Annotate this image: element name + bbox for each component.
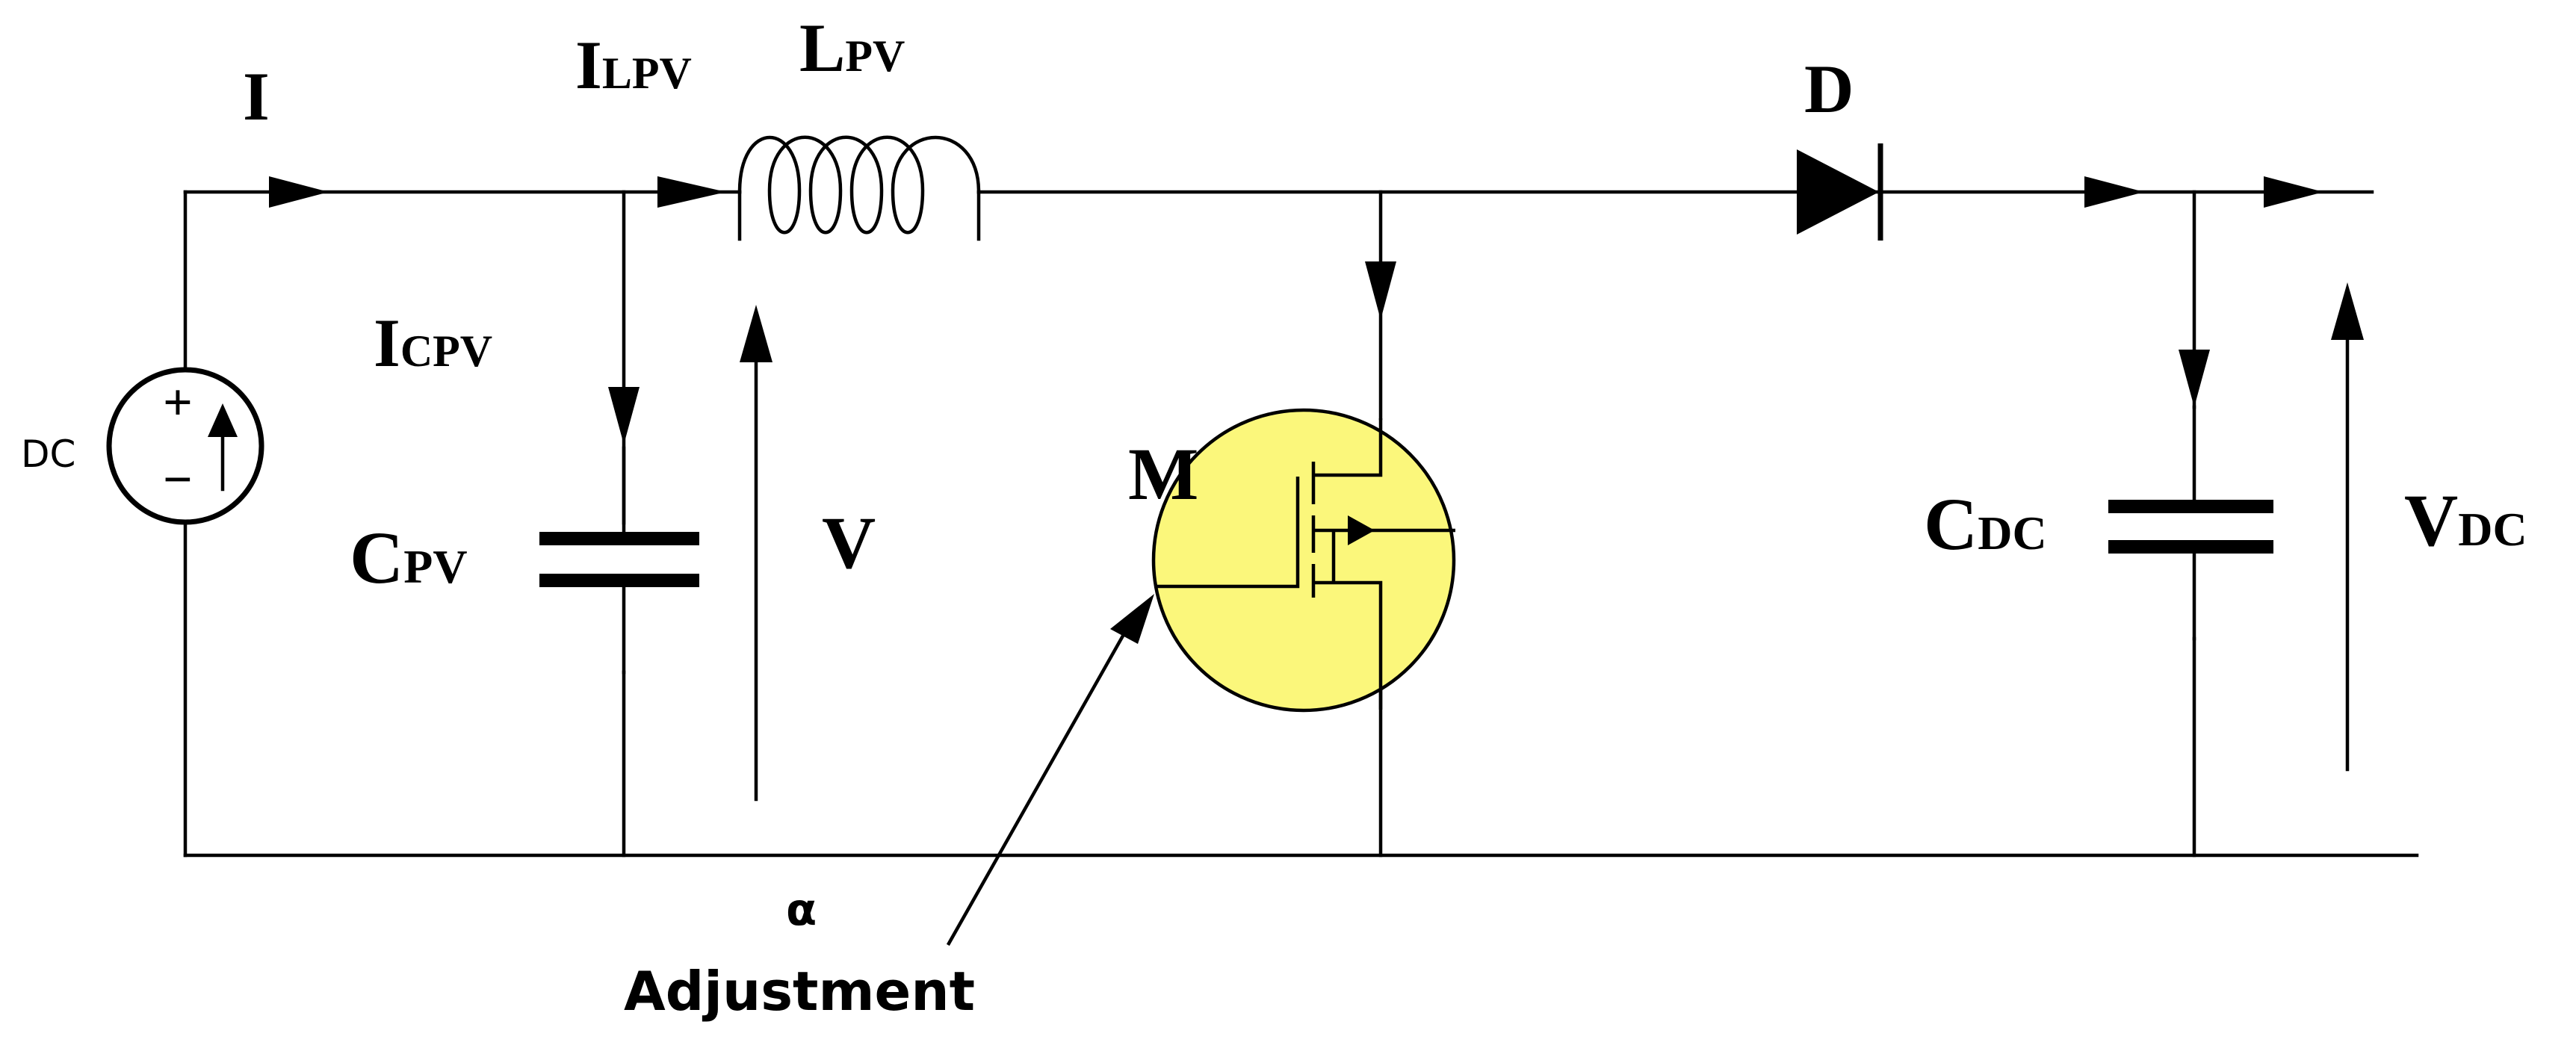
svg-text:ICPV: ICPV bbox=[374, 305, 492, 381]
svg-text:VDC: VDC bbox=[2404, 479, 2527, 562]
diode-current-arrow-icon bbox=[2084, 176, 2144, 208]
adjustment-label: Adjustment bbox=[624, 960, 975, 1023]
current-i-label: I bbox=[243, 58, 270, 134]
vdc-arrow-icon bbox=[2331, 282, 2364, 340]
voltage-v-arrow-icon bbox=[740, 305, 773, 362]
alpha-label: α bbox=[786, 884, 817, 936]
svg-text:CPV: CPV bbox=[350, 516, 468, 599]
source-minus-sign: − bbox=[163, 451, 193, 509]
capacitor-current-subscript: CPV bbox=[400, 326, 492, 376]
top-rail bbox=[183, 190, 2374, 372]
source-arrow-icon bbox=[208, 403, 238, 437]
inductor-label: L bbox=[799, 10, 845, 86]
inductor-lpv bbox=[737, 135, 981, 241]
current-i-arrow-icon bbox=[269, 176, 329, 208]
inductor-current-label: I bbox=[575, 27, 602, 103]
capacitor-cpv bbox=[539, 190, 699, 858]
diode-label: D bbox=[1804, 51, 1854, 127]
svg-text:ILPV: ILPV bbox=[575, 27, 692, 103]
inductor-current-arrow-icon bbox=[657, 176, 726, 208]
dc-voltage-source: + − bbox=[106, 367, 264, 525]
switch-label: M bbox=[1128, 433, 1198, 515]
capacitor-current-label: I bbox=[374, 305, 400, 381]
cdc-label: C bbox=[1924, 483, 1978, 565]
capacitor-cdc bbox=[2108, 190, 2273, 858]
output-current-arrow-icon bbox=[2264, 176, 2323, 208]
cpv-label: C bbox=[350, 516, 403, 599]
capacitor-current-arrow-icon bbox=[608, 387, 640, 444]
mosfet-switch bbox=[1151, 408, 1456, 713]
cpv-subscript: PV bbox=[403, 540, 467, 593]
svg-text:CDC: CDC bbox=[1924, 483, 2047, 565]
vdc-label: V bbox=[2404, 479, 2458, 562]
svg-text:LPV: LPV bbox=[799, 10, 905, 86]
voltage-v-label: V bbox=[822, 501, 876, 584]
cdc-current-arrow-icon bbox=[2179, 350, 2210, 407]
adjustment-arrow-icon bbox=[1110, 594, 1154, 644]
diode-d bbox=[1797, 143, 1883, 241]
source-plus-sign: + bbox=[163, 374, 193, 432]
switch-current-arrow-icon bbox=[1365, 261, 1396, 320]
vdc-subscript: DC bbox=[2458, 503, 2527, 556]
inductor-current-subscript: LPV bbox=[602, 49, 692, 98]
dc-source-label: DC bbox=[21, 433, 75, 476]
mosfet-body-arrow-icon bbox=[1348, 515, 1375, 545]
cdc-subscript: DC bbox=[1978, 506, 2046, 560]
bottom-rail bbox=[183, 521, 2419, 858]
inductor-subscript: PV bbox=[845, 31, 905, 81]
